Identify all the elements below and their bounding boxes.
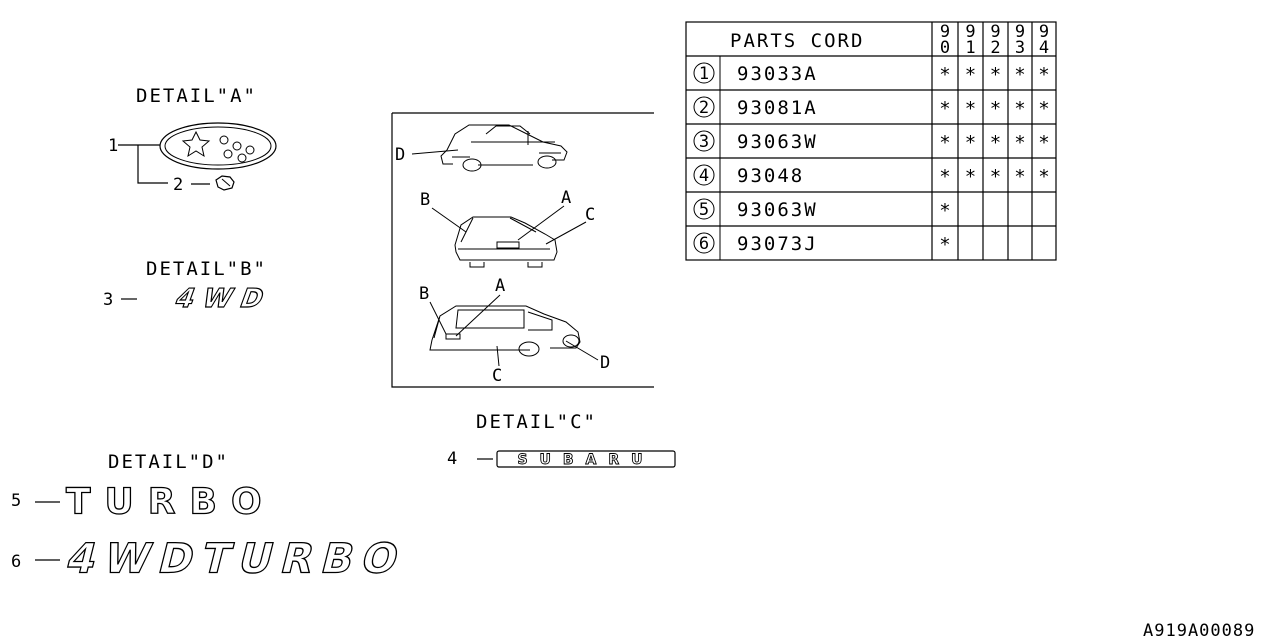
row-number-circle bbox=[693, 130, 715, 152]
part-1-leader bbox=[118, 144, 168, 184]
wagon-callout-a-leader bbox=[455, 294, 501, 337]
svg-text:4WDTURBO: 4WDTURBO bbox=[62, 534, 413, 582]
part-2-label: 2 bbox=[173, 175, 183, 195]
wagon-callout-b-leader bbox=[429, 301, 447, 335]
oval-emblem bbox=[159, 122, 277, 170]
row-year-mark: * bbox=[965, 98, 976, 120]
row-number: 4 bbox=[699, 166, 709, 186]
coupe-callout-b-leader bbox=[431, 207, 467, 233]
emblem-clip bbox=[215, 175, 235, 191]
year-digit: 0 bbox=[940, 38, 950, 58]
year-digit: 1 bbox=[965, 38, 975, 58]
row-year-mark: * bbox=[939, 132, 950, 154]
sedan-illustration bbox=[440, 124, 568, 172]
wagon-callout-b: B bbox=[419, 284, 429, 304]
awd-emblem: 4WD bbox=[170, 283, 277, 314]
coupe-callout-c-leader bbox=[545, 221, 587, 245]
row-number: 5 bbox=[699, 200, 709, 220]
year-digit: 9 bbox=[990, 22, 1000, 42]
row-part-code: 93033A bbox=[737, 63, 818, 85]
row-year-mark: * bbox=[939, 64, 950, 86]
detail-a-label: DETAIL"A" bbox=[136, 85, 257, 107]
subaru-emblem: SUBARU bbox=[496, 450, 676, 468]
detail-d-label: DETAIL"D" bbox=[108, 451, 229, 473]
coupe-callout-a: A bbox=[561, 188, 571, 208]
part-3-label: 3 bbox=[103, 290, 113, 310]
year-digit: 4 bbox=[1039, 38, 1049, 58]
row-year-mark: * bbox=[939, 98, 950, 120]
row-number-circle bbox=[693, 232, 715, 254]
row-year-mark: * bbox=[1038, 64, 1049, 86]
row-number-circle bbox=[693, 198, 715, 220]
svg-text:4WD: 4WD bbox=[171, 284, 277, 314]
footer-code: A919A00089 bbox=[1143, 621, 1255, 640]
row-year-mark: * bbox=[939, 200, 950, 222]
row-year-mark: * bbox=[939, 166, 950, 188]
year-digit: 3 bbox=[1015, 38, 1025, 58]
row-number-circle bbox=[693, 164, 715, 186]
svg-text:SUBARU: SUBARU bbox=[517, 452, 654, 468]
turbo-emblem: TURBO bbox=[66, 482, 276, 523]
part-4-label: 4 bbox=[447, 449, 457, 469]
coupe-callout-c: C bbox=[585, 205, 595, 225]
coupe-illustration bbox=[454, 216, 558, 268]
vehicle-panel: D B A C B A C D bbox=[391, 112, 654, 388]
row-year-mark: * bbox=[990, 64, 1001, 86]
row-year-mark: * bbox=[939, 234, 950, 256]
row-number: 1 bbox=[699, 64, 709, 84]
row-number: 3 bbox=[699, 132, 709, 152]
year-digit: 9 bbox=[940, 22, 950, 42]
wagon-illustration bbox=[429, 305, 581, 357]
row-part-code: 93063W bbox=[737, 131, 818, 153]
coupe-callout-a-leader bbox=[517, 205, 565, 241]
row-year-mark: * bbox=[965, 132, 976, 154]
row-part-code: 93048 bbox=[737, 165, 804, 187]
row-part-code: 93073J bbox=[737, 233, 818, 255]
part-5-label: 5 bbox=[11, 491, 21, 511]
row-part-code: 93063W bbox=[737, 199, 818, 221]
row-year-mark: * bbox=[990, 132, 1001, 154]
wagon-callout-a: A bbox=[495, 276, 505, 296]
sedan-callout-d: D bbox=[395, 145, 405, 165]
row-number-circle bbox=[693, 96, 715, 118]
year-digit: 9 bbox=[965, 22, 975, 42]
wagon-callout-c: C bbox=[492, 366, 502, 386]
part-1-label: 1 bbox=[108, 136, 118, 156]
row-year-mark: * bbox=[965, 166, 976, 188]
wagon-callout-d: D bbox=[600, 353, 610, 373]
row-year-mark: * bbox=[1014, 166, 1025, 188]
wagon-callout-d-leader bbox=[565, 340, 599, 361]
row-year-mark: * bbox=[1038, 132, 1049, 154]
year-digit: 9 bbox=[1039, 22, 1049, 42]
row-number: 2 bbox=[699, 98, 709, 118]
part-6-label: 6 bbox=[11, 552, 21, 572]
row-year-mark: * bbox=[1014, 64, 1025, 86]
wagon-callout-c-leader bbox=[496, 345, 500, 367]
row-number: 6 bbox=[699, 234, 709, 254]
row-part-code: 93081A bbox=[737, 97, 818, 119]
row-year-mark: * bbox=[1014, 98, 1025, 120]
awd-turbo-emblem: 4WDTURBO bbox=[61, 533, 413, 583]
sedan-callout-d-leader bbox=[411, 149, 459, 155]
row-year-mark: * bbox=[990, 166, 1001, 188]
year-digit: 9 bbox=[1015, 22, 1025, 42]
detail-b-label: DETAIL"B" bbox=[146, 258, 267, 280]
detail-c-label: DETAIL"C" bbox=[476, 411, 597, 433]
row-number-circle bbox=[693, 62, 715, 84]
row-year-mark: * bbox=[965, 64, 976, 86]
row-year-mark: * bbox=[990, 98, 1001, 120]
row-year-mark: * bbox=[1014, 132, 1025, 154]
year-digit: 2 bbox=[990, 38, 1000, 58]
table-header-parts-cord: PARTS CORD bbox=[730, 30, 864, 52]
row-year-mark: * bbox=[1038, 166, 1049, 188]
coupe-callout-b: B bbox=[420, 190, 430, 210]
row-year-mark: * bbox=[1038, 98, 1049, 120]
